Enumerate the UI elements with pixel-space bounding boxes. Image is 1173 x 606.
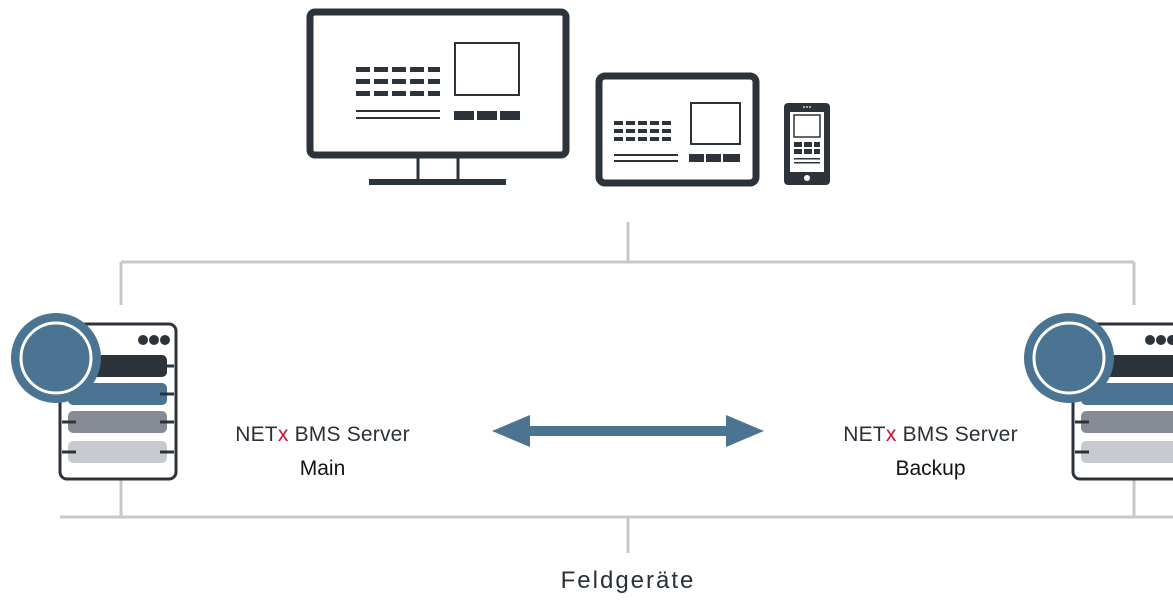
- main-server-name-suffix: BMS Server: [288, 423, 410, 446]
- backup-server-name-suffix: BMS Server: [896, 423, 1018, 446]
- backup-server-role: Backup: [895, 457, 966, 480]
- main-server-label: NETx BMS Server Main: [190, 423, 455, 481]
- bidirectional-arrow-icon: [492, 415, 764, 447]
- main-server-role: Main: [299, 457, 346, 480]
- backup-server-name-accent: x: [885, 423, 897, 446]
- desktop-monitor-icon: [306, 8, 570, 185]
- main-server-name-prefix: NET: [235, 423, 278, 446]
- connector-lines: [60, 222, 1173, 553]
- backup-server-name-prefix: NET: [843, 423, 886, 446]
- main-server-name-accent: x: [277, 423, 289, 446]
- smartphone-icon: [784, 103, 830, 185]
- tablet-icon: [595, 72, 760, 187]
- backup-server-label: NETx BMS Server Backup: [798, 423, 1063, 481]
- field-devices-label: Feldgeräte: [560, 567, 696, 594]
- backup-server-name: NETx BMS Server: [798, 423, 1063, 447]
- main-server-name: NETx BMS Server: [190, 423, 455, 447]
- server-icon: [11, 313, 178, 481]
- server-icon: [1024, 313, 1173, 481]
